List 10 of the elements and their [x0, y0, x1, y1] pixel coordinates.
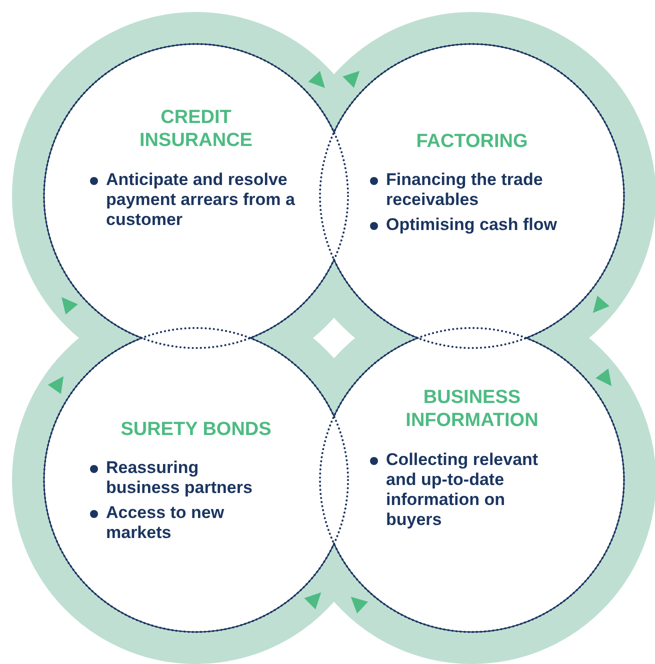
heading: FACTORING: [415, 130, 529, 153]
bullet-text: Optimising cash flow: [386, 215, 557, 235]
bullet-text: Access to new markets: [106, 503, 226, 543]
heading: CREDIT INSURANCE: [138, 106, 254, 152]
bullet-text: Collecting relevant and up-to-date information on buyers: [386, 450, 540, 530]
bullet-text: Anticipate and resolve payment arrears from a customer: [106, 170, 296, 230]
bullet-text: Reassuring business partners: [106, 458, 254, 498]
heading: BUSINESS INFORMATION: [404, 386, 540, 432]
bullet-text: Financing the trade receivables: [386, 170, 544, 210]
heading: SURETY BONDS: [120, 418, 272, 441]
